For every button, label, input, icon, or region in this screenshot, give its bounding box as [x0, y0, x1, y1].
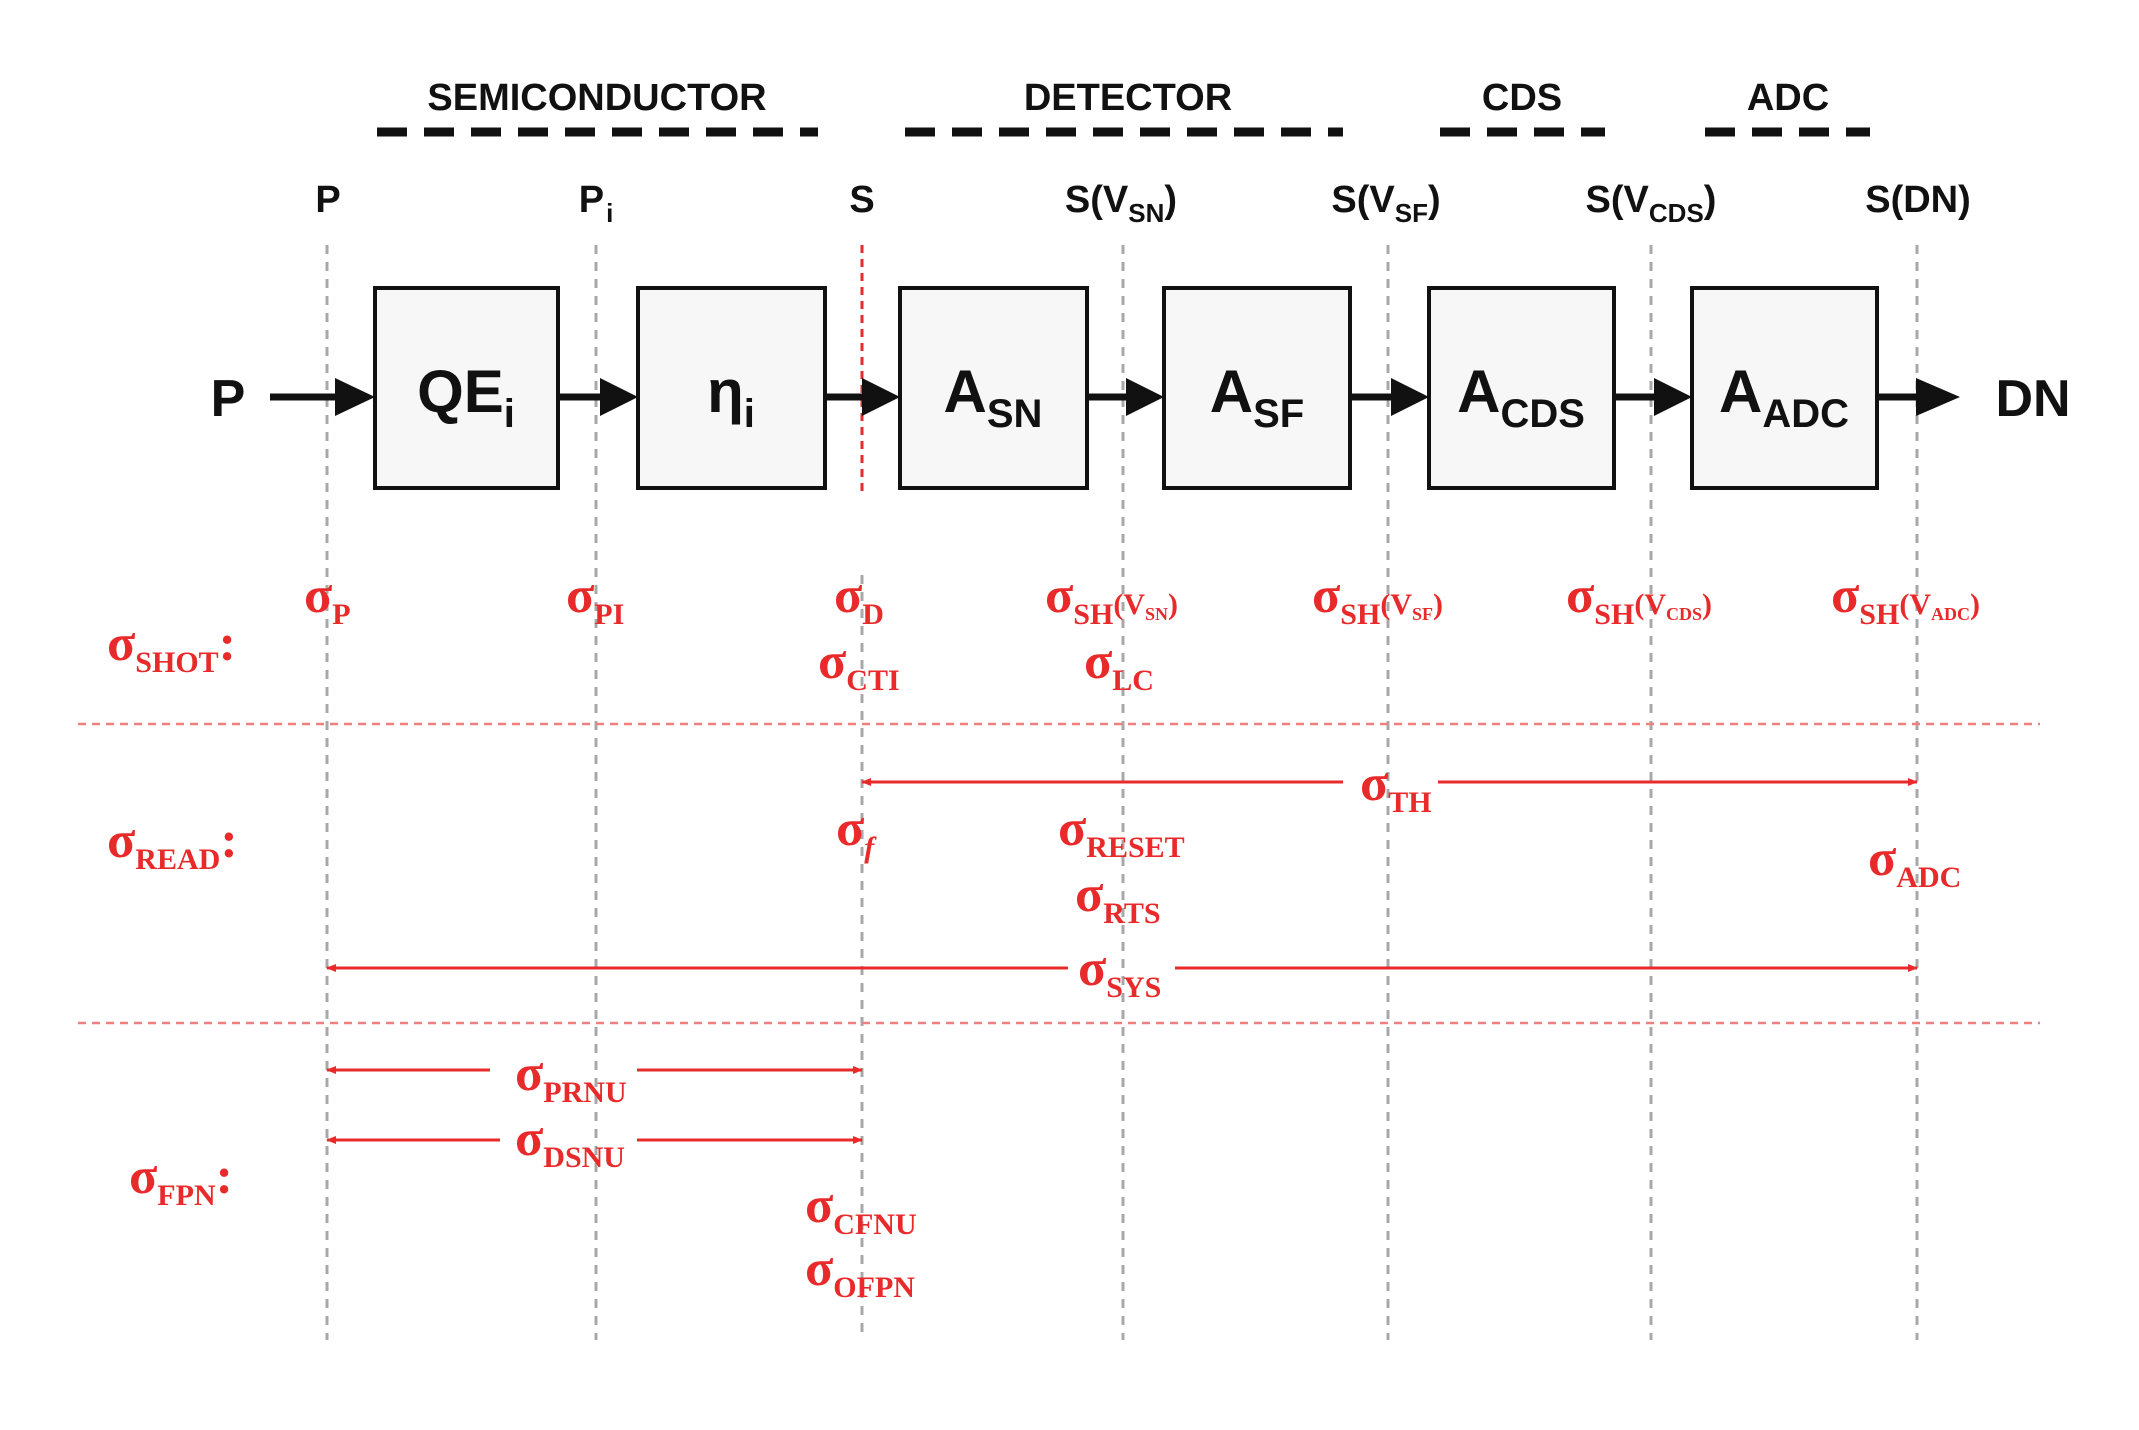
term-sigma-sh-vadc: σSH(VADC): [1831, 567, 1980, 631]
block-asn-label: ASN: [944, 358, 1043, 436]
flow-arrowhead-5: [1391, 378, 1429, 416]
term-sigma-reset: σRESET: [1058, 800, 1185, 864]
term-sigma-dsnu: σDSNU: [515, 1110, 625, 1174]
term-sigma-adc: σADC: [1868, 830, 1961, 894]
category-label-fpn: σFPN:: [129, 1148, 233, 1212]
block-asn: ASN: [898, 286, 1089, 490]
block-qe-label: QEi: [417, 358, 515, 436]
block-qe: QEi: [373, 286, 560, 490]
flow-arrowhead-4: [1126, 378, 1164, 416]
block-eta: ηi: [636, 286, 827, 490]
term-sigma-d: σD: [834, 567, 884, 631]
flow-input-label: P: [211, 370, 246, 428]
node-label-p: P: [315, 179, 340, 221]
block-asn-box: [898, 286, 1089, 490]
flow-arrowhead-7: [1916, 378, 1960, 416]
term-sigma-prnu: σPRNU: [515, 1045, 627, 1109]
term-sigma-sys: σSYS: [1078, 940, 1161, 1004]
read-noise-terms: σTH σf σRESET σRTS σADC σSYS: [326, 755, 1961, 1004]
term-sigma-sh-vsn: σSH(VSN): [1045, 567, 1178, 631]
node-label-s-dn: S(DN): [1865, 179, 1971, 221]
term-sigma-ofpn: σOFPN: [805, 1240, 915, 1304]
stage-label-adc: ADC: [1747, 77, 1829, 119]
category-label-read: σREAD:: [107, 812, 238, 876]
block-asf-box: [1162, 286, 1352, 490]
stage-label-cds: CDS: [1482, 77, 1562, 119]
node-label-pi: Pi: [579, 179, 614, 228]
flow-arrowhead-6: [1654, 378, 1692, 416]
term-sigma-lc: σLC: [1084, 633, 1154, 697]
signal-flow: [270, 378, 1960, 416]
node-label-s-vsn: S(VSN): [1065, 179, 1177, 228]
block-acds: ACDS: [1427, 286, 1616, 490]
shot-noise-terms: σP σPI σD σCTI σSH(VSN) σLC σSH(VSF) σSH…: [304, 567, 1980, 697]
block-acds-label: ACDS: [1457, 358, 1585, 436]
category-label-shot: σSHOT:: [107, 615, 236, 679]
block-asf: ASF: [1162, 286, 1352, 490]
block-eta-box: [636, 286, 827, 490]
block-qe-box: [373, 286, 560, 490]
term-sigma-p: σP: [304, 567, 351, 631]
term-sigma-f: σf: [836, 800, 877, 864]
block-aadc-box: [1690, 286, 1879, 490]
term-sigma-cfnu: σCFNU: [805, 1177, 917, 1241]
block-asf-label: ASF: [1210, 358, 1304, 436]
stage-label-semiconductor: SEMICONDUCTOR: [427, 77, 766, 119]
flow-output-label: DN: [1995, 370, 2070, 428]
term-sigma-sh-vsf: σSH(VSF): [1312, 567, 1443, 631]
term-sigma-th: σTH: [1360, 755, 1432, 819]
flow-arrowhead-2: [600, 378, 638, 416]
block-aadc: AADC: [1690, 286, 1879, 490]
flow-arrowhead-3: [862, 378, 900, 416]
block-eta-label: ηi: [707, 358, 755, 436]
term-sigma-pi: σPI: [566, 567, 624, 631]
block-acds-box: [1427, 286, 1616, 490]
term-sigma-rts: σRTS: [1075, 866, 1161, 930]
signal-nodes: P Pi S S(VSN) S(VSF) S(VCDS) S(DN): [315, 179, 1970, 228]
stage-label-detector: DETECTOR: [1024, 77, 1232, 119]
block-aadc-label: AADC: [1719, 358, 1849, 436]
flow-arrowhead-1: [335, 378, 375, 416]
node-label-s-vcds: S(VCDS): [1586, 179, 1717, 228]
node-label-s: S: [849, 179, 874, 221]
node-label-s-vsf: S(VSF): [1331, 179, 1440, 228]
fpn-noise-terms: σPRNU σDSNU σCFNU σOFPN: [326, 1045, 917, 1304]
stage-headers: SEMICONDUCTOR DETECTOR CDS ADC: [377, 77, 1870, 137]
term-sigma-cti: σCTI: [818, 633, 900, 697]
term-sigma-sh-vcds: σSH(VCDS): [1566, 567, 1712, 631]
guide-lines: [325, 245, 1919, 1340]
